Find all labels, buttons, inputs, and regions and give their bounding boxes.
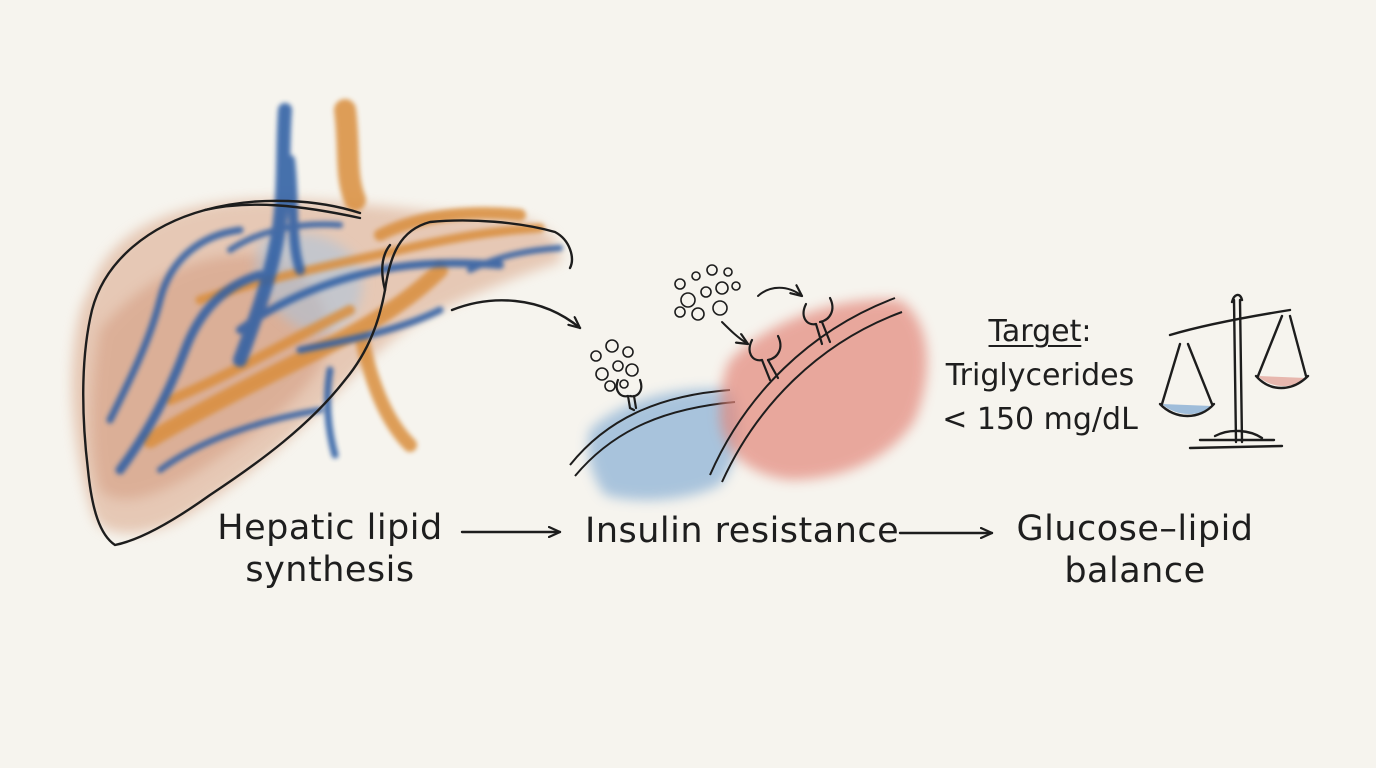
step-label-line: synthesis [245,550,415,590]
cell-red [709,297,927,483]
target-metric: Triglycerides [945,358,1135,393]
glucose-molecules-2 [674,264,741,321]
balance-scale [1158,293,1310,450]
insulin-receptor-3 [802,296,834,346]
target-title-line: Target: [935,310,1145,354]
target-colon: : [1081,314,1092,349]
target-box: Target: Triglycerides < 150 mg/dL [935,310,1145,442]
step-label-line: Hepatic lipid [217,508,443,548]
step-label-insulin: Insulin resistance [585,510,900,552]
insulin-receptor-2 [748,334,782,382]
small-arrow-1 [721,321,748,344]
glucose-molecules [590,339,639,392]
cell-blue [569,389,739,501]
step-label-line: Insulin resistance [585,511,900,551]
small-arrow-2 [757,288,802,296]
liver-illustration [71,99,574,547]
step-label-line: Glucose–lipid [1016,509,1254,549]
step-label-line: balance [1064,551,1206,591]
insulin-receptor [615,378,643,412]
target-title: Target [988,314,1082,349]
step-label-glucose-lipid: Glucose–lipid balance [1005,508,1265,592]
target-value: < 150 mg/dL [942,402,1138,437]
step-label-hepatic: Hepatic lipid synthesis [200,507,460,591]
flow-arrow [450,299,582,330]
